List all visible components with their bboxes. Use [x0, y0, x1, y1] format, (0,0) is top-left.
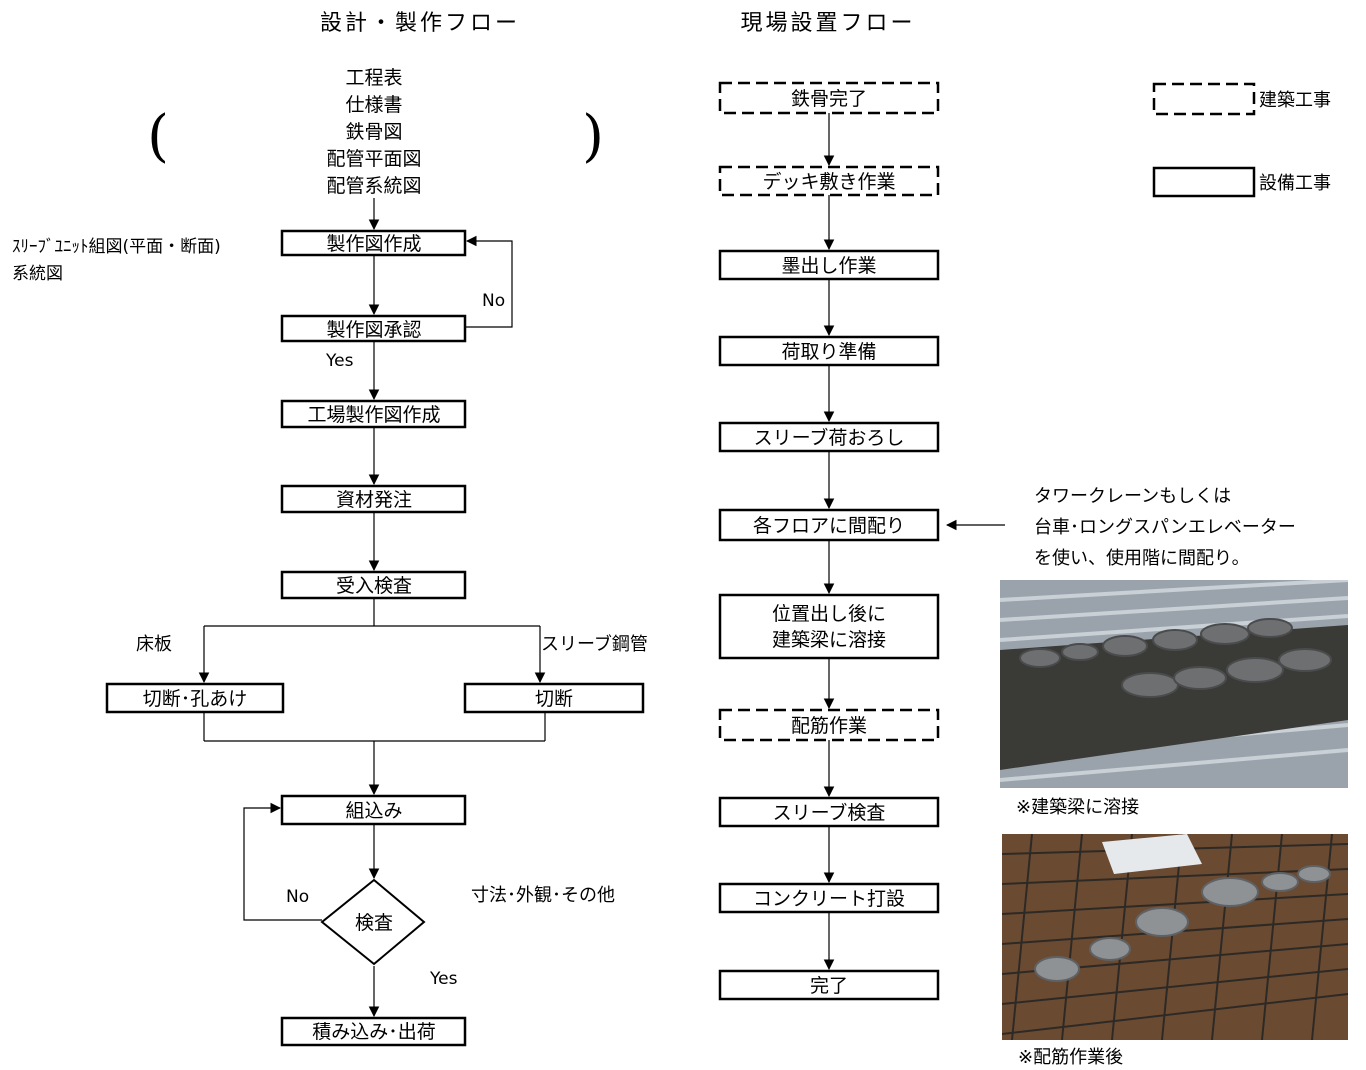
photo-welded-sleeves	[1000, 580, 1348, 788]
legend-swatch-equipment	[1154, 168, 1254, 196]
step-assembly: 組込み	[345, 800, 402, 822]
legend-equipment: 設備工事	[1259, 173, 1331, 194]
input-spec: 仕様書	[345, 94, 402, 116]
step-factory-drawing: 工場製作図作成	[307, 404, 440, 426]
paren-open: (	[147, 104, 169, 169]
design-inputs: 工程表 仕様書 鉄骨図 配管平面図 配管系統図 ( )	[147, 67, 604, 197]
crane-note-line2: 台車･ロングスパンエレベーター	[1034, 517, 1296, 538]
photo-after-rebar	[1002, 834, 1348, 1040]
step-drawing-create: 製作図作成	[326, 233, 421, 255]
site-sleeve-inspection: スリーブ検査	[773, 801, 886, 824]
inspection-note: 寸法･外観･その他	[471, 885, 615, 906]
legend-swatch-architecture	[1154, 84, 1254, 114]
site-unload-prep: 荷取り準備	[781, 341, 876, 363]
step-receiving-inspection: 受入検査	[336, 575, 412, 597]
yes-label-inspection: Yes	[429, 969, 458, 989]
input-piping-system: 配管系統図	[326, 175, 421, 197]
site-steel-complete: 鉄骨完了	[791, 88, 867, 110]
no-label-approve: No	[482, 291, 505, 311]
branch-label-floor-plate: 床板	[136, 634, 172, 655]
side-note-line2: 系統図	[12, 264, 63, 284]
input-piping-plan: 配管平面図	[326, 148, 421, 170]
legend-architecture: 建築工事	[1259, 90, 1331, 111]
site-flow-title: 現場設置フロー	[740, 11, 915, 36]
photo1-caption: ※建築梁に溶接	[1016, 797, 1139, 818]
paren-close: )	[582, 104, 604, 169]
site-deck: デッキ敷き作業	[762, 171, 895, 193]
site-weld-line1: 位置出し後に	[772, 603, 886, 625]
side-note-line1: ｽﾘｰﾌﾞﾕﾆｯﾄ組図(平面・断面)	[12, 237, 221, 257]
legend: 建築工事 設備工事	[1154, 84, 1331, 196]
site-marking: 墨出し作業	[781, 255, 876, 277]
step-drawing-approve: 製作図承認	[326, 319, 421, 341]
photo2-caption: ※配筋作業後	[1018, 1047, 1123, 1068]
site-complete: 完了	[810, 975, 848, 997]
step-cut: 切断	[535, 688, 573, 710]
design-flow-title: 設計・製作フロー	[320, 11, 520, 36]
input-schedule: 工程表	[345, 67, 402, 89]
crane-note-line3: を使い、使用階に間配り。	[1034, 548, 1250, 569]
crane-note-line1: タワークレーンもしくは	[1034, 486, 1231, 507]
no-label-inspection: No	[286, 887, 309, 907]
step-material-order: 資材発注	[336, 489, 412, 511]
site-rebar: 配筋作業	[791, 715, 867, 737]
step-load-ship: 積み込み･出荷	[312, 1021, 436, 1043]
site-concrete: コンクリート打設	[753, 888, 905, 910]
site-weld-line2: 建築梁に溶接	[772, 629, 886, 651]
branch-label-sleeve-pipe: スリーブ鋼管	[541, 633, 648, 655]
site-distribute: 各フロアに間配り	[753, 515, 905, 537]
step-cut-drill: 切断･孔あけ	[143, 688, 248, 710]
yes-label-approve: Yes	[325, 351, 354, 371]
step-inspection: 検査	[355, 912, 393, 934]
site-sleeve-unload: スリーブ荷おろし	[754, 426, 905, 449]
input-steel-drawing: 鉄骨図	[345, 121, 402, 143]
